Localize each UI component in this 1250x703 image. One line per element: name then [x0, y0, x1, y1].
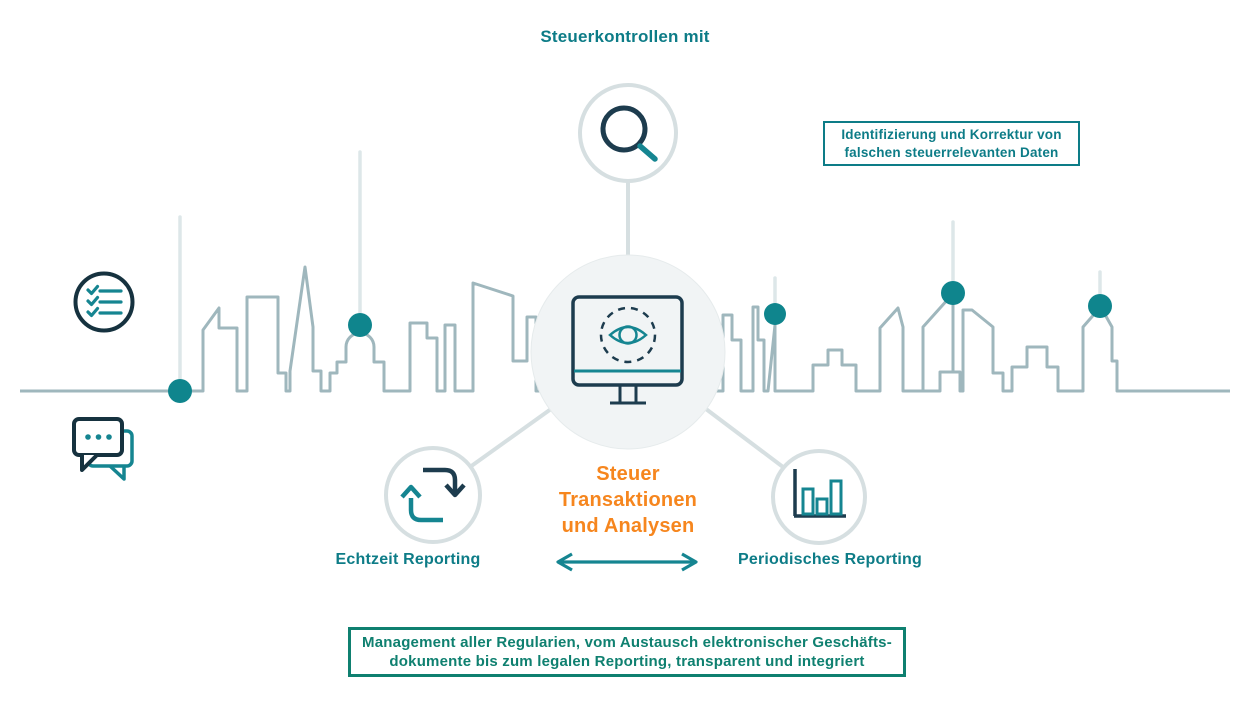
- city-dot: [941, 281, 965, 305]
- city-dot: [348, 313, 372, 337]
- center-node: [530, 254, 726, 450]
- chat-bubbles-icon: [72, 417, 134, 481]
- bar-chart-icon: [793, 469, 846, 518]
- callout-identification: Identifizierung und Korrektur von falsch…: [823, 121, 1080, 166]
- callout-identification-line2: falschen steuerrelevanten Daten: [844, 144, 1059, 160]
- city-dots: [168, 281, 1112, 403]
- periodic-node: [771, 449, 867, 545]
- label-periodisches-reporting: Periodisches Reporting: [738, 551, 922, 568]
- city-dot: [1088, 294, 1112, 318]
- magnifier-node: [578, 83, 678, 183]
- center-label-line1: Steuer: [596, 463, 660, 485]
- sync-arrows-icon: [400, 467, 466, 523]
- city-dot: [764, 303, 786, 325]
- callout-identification-line1: Identifizierung und Korrektur von: [841, 127, 1062, 143]
- callout-management-line1: Management aller Regularien, vom Austaus…: [362, 633, 892, 651]
- callout-management-line2: dokumente bis zum legalen Reporting, tra…: [389, 653, 865, 670]
- center-label-line2: Transaktionen: [558, 489, 698, 511]
- label-echtzeit-reporting: Echtzeit Reporting: [335, 551, 481, 568]
- page-title: Steuerkontrollen mit: [540, 27, 710, 46]
- center-label-line3: und Analysen: [561, 515, 695, 537]
- double-arrow: [556, 552, 698, 572]
- callout-management: Management aller Regularien, vom Austaus…: [348, 627, 906, 677]
- city-skyline: [20, 265, 1230, 393]
- monitor-eye-icon: [571, 295, 684, 405]
- magnifier-icon: [600, 105, 658, 162]
- center-label: Steuer Transaktionen und Analysen: [478, 461, 778, 539]
- realtime-node: [384, 446, 482, 544]
- city-dot: [168, 379, 192, 403]
- checklist-icon: [73, 271, 135, 333]
- connector-lines: [468, 180, 785, 469]
